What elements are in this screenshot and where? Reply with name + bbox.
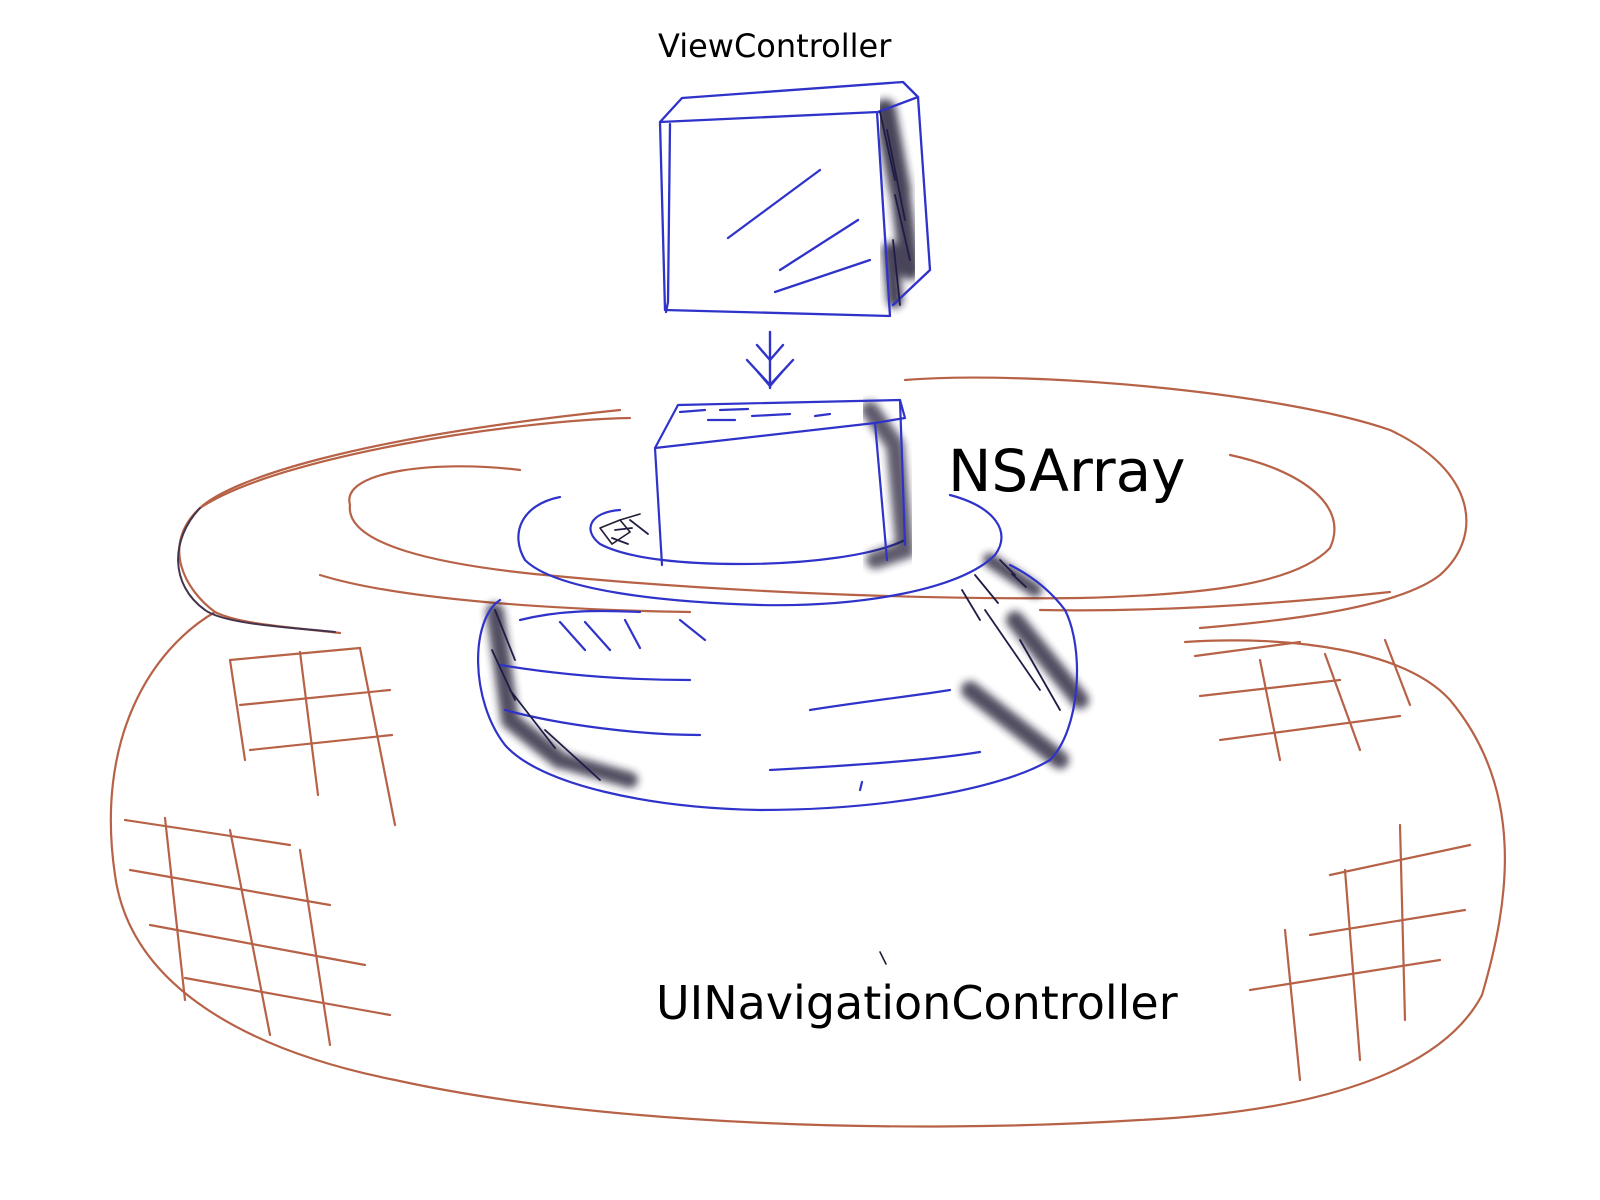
view-controller-box-stacked [653,398,915,569]
ns-array-ring-marks [491,519,1061,781]
stacked-box-outline [653,398,907,567]
navigation-controller-label: UINavigationController [656,976,1178,1030]
extra-scribbles [599,513,887,965]
ns-array-ring-outline [477,493,1079,812]
navigation-controller-ring [109,376,1506,1128]
push-arrow [745,330,795,390]
navigation-ring-left-edge [177,507,336,633]
ns-array-ring [477,493,1089,812]
ns-array-ring-shading [486,553,1089,788]
view-controller-cube-outline [658,80,932,318]
navigation-ring-outline [109,376,1506,1128]
view-controller-label: ViewController [658,27,892,65]
ns-array-label: NSArray [948,437,1186,505]
stacked-box-right-shading [861,401,915,569]
view-controller-cube [658,80,932,318]
view-controller-cube-dark-strokes [879,111,911,306]
